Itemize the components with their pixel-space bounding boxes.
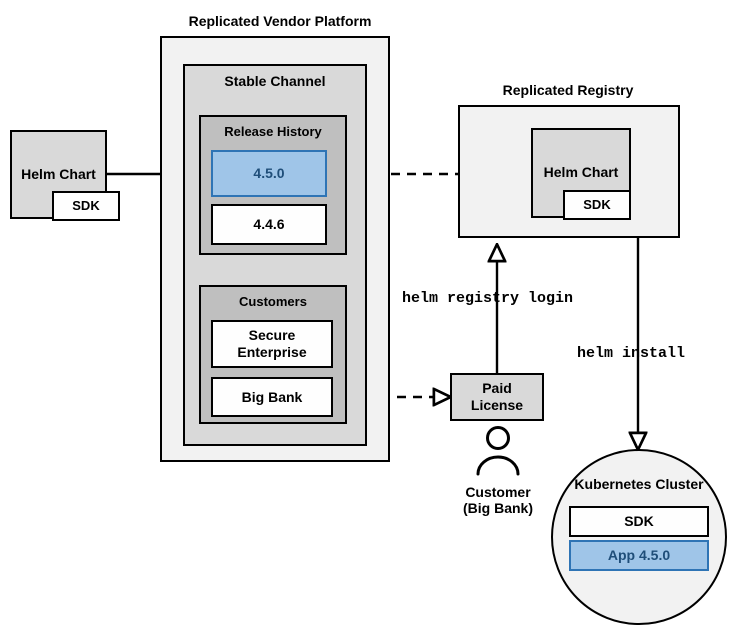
- kubernetes-cluster-circle: [551, 449, 727, 625]
- command-helm-install: helm install: [577, 345, 686, 362]
- stable-channel-title: Stable Channel: [224, 73, 326, 89]
- registry-helm-chart-label: Helm Chart: [543, 164, 619, 180]
- cluster-item-label: SDK: [624, 513, 654, 530]
- release-version-label: 4.5.0: [253, 165, 285, 182]
- customer-label: Big Bank: [241, 388, 303, 405]
- registry-sdk-box[interactable]: SDK: [563, 190, 631, 220]
- release-history-title: Release History: [224, 124, 322, 139]
- release-version-4-5-0[interactable]: 4.5.0: [211, 150, 327, 197]
- command-helm-registry-login: helm registry login: [402, 290, 574, 307]
- release-version-label: 4.4.6: [253, 216, 285, 233]
- customer-secure-enterprise[interactable]: Secure Enterprise: [211, 320, 333, 368]
- paid-license-box[interactable]: Paid License: [450, 373, 544, 421]
- paid-license-label: Paid License: [470, 380, 524, 413]
- cluster-item-app[interactable]: App 4.5.0: [569, 540, 709, 571]
- source-helm-chart-label: Helm Chart: [21, 166, 96, 182]
- customers-title: Customers: [239, 294, 307, 309]
- person-icon: [476, 426, 520, 476]
- cluster-item-sdk[interactable]: SDK: [569, 506, 709, 537]
- source-sdk-label: SDK: [72, 198, 100, 214]
- customer-label: Secure Enterprise: [237, 327, 307, 360]
- registry-sdk-label: SDK: [583, 197, 611, 213]
- source-sdk-box[interactable]: SDK: [52, 191, 120, 221]
- customer-big-bank[interactable]: Big Bank: [211, 377, 333, 417]
- release-version-4-4-6[interactable]: 4.4.6: [211, 204, 327, 245]
- cluster-item-label: App 4.5.0: [607, 547, 671, 564]
